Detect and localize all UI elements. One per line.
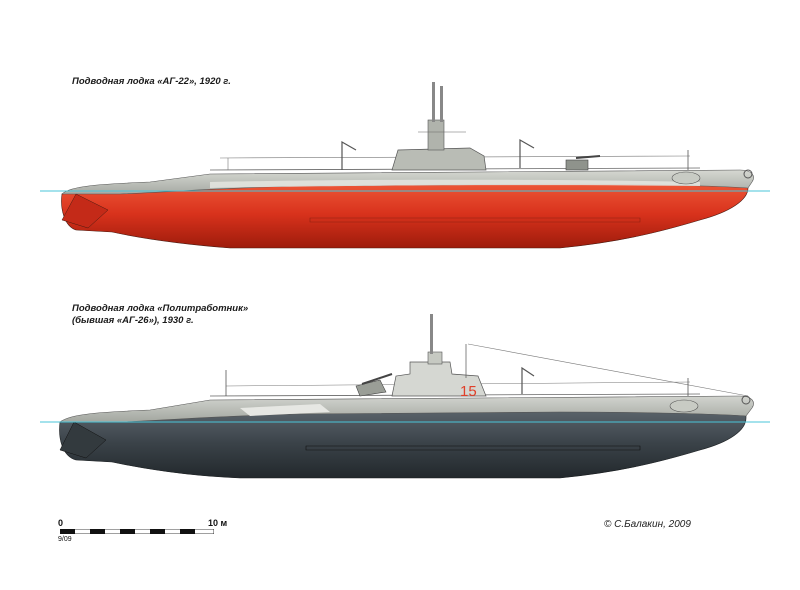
submarine-politrabotnik-drawing: 15: [40, 314, 770, 479]
caption-politrabotnik-former: (бывшая «АГ-26»), 1930 г.: [72, 315, 194, 326]
hull-number: 15: [460, 383, 477, 400]
crane-fore: [341, 140, 357, 170]
caption-politrabotnik: Подводная лодка «Политработник»: [72, 303, 249, 314]
scale-ruler: [60, 529, 214, 534]
crane-aft: [521, 366, 535, 394]
conning-tower: [391, 147, 487, 171]
hull-upper-grey: [59, 395, 754, 423]
scale-zero-label: 0: [58, 518, 64, 528]
scale-ten-label: 10 м: [208, 518, 228, 528]
caption-ag22: Подводная лодка «АГ-22», 1920 г.: [72, 76, 231, 87]
deck-gun: [355, 373, 393, 397]
crane-aft: [519, 138, 535, 168]
deck-gun: [565, 155, 601, 171]
copyright-label: © С.Балакин, 2009: [604, 519, 691, 530]
hull-lower-dark: [59, 409, 747, 479]
scale-bar-group: 0 10 м 9/09: [58, 518, 228, 558]
hull-lower-red: [61, 179, 749, 249]
submarine-ag22-drawing: [40, 82, 770, 249]
conning-tower: [391, 361, 487, 397]
scale-reference: 9/09: [58, 536, 72, 543]
